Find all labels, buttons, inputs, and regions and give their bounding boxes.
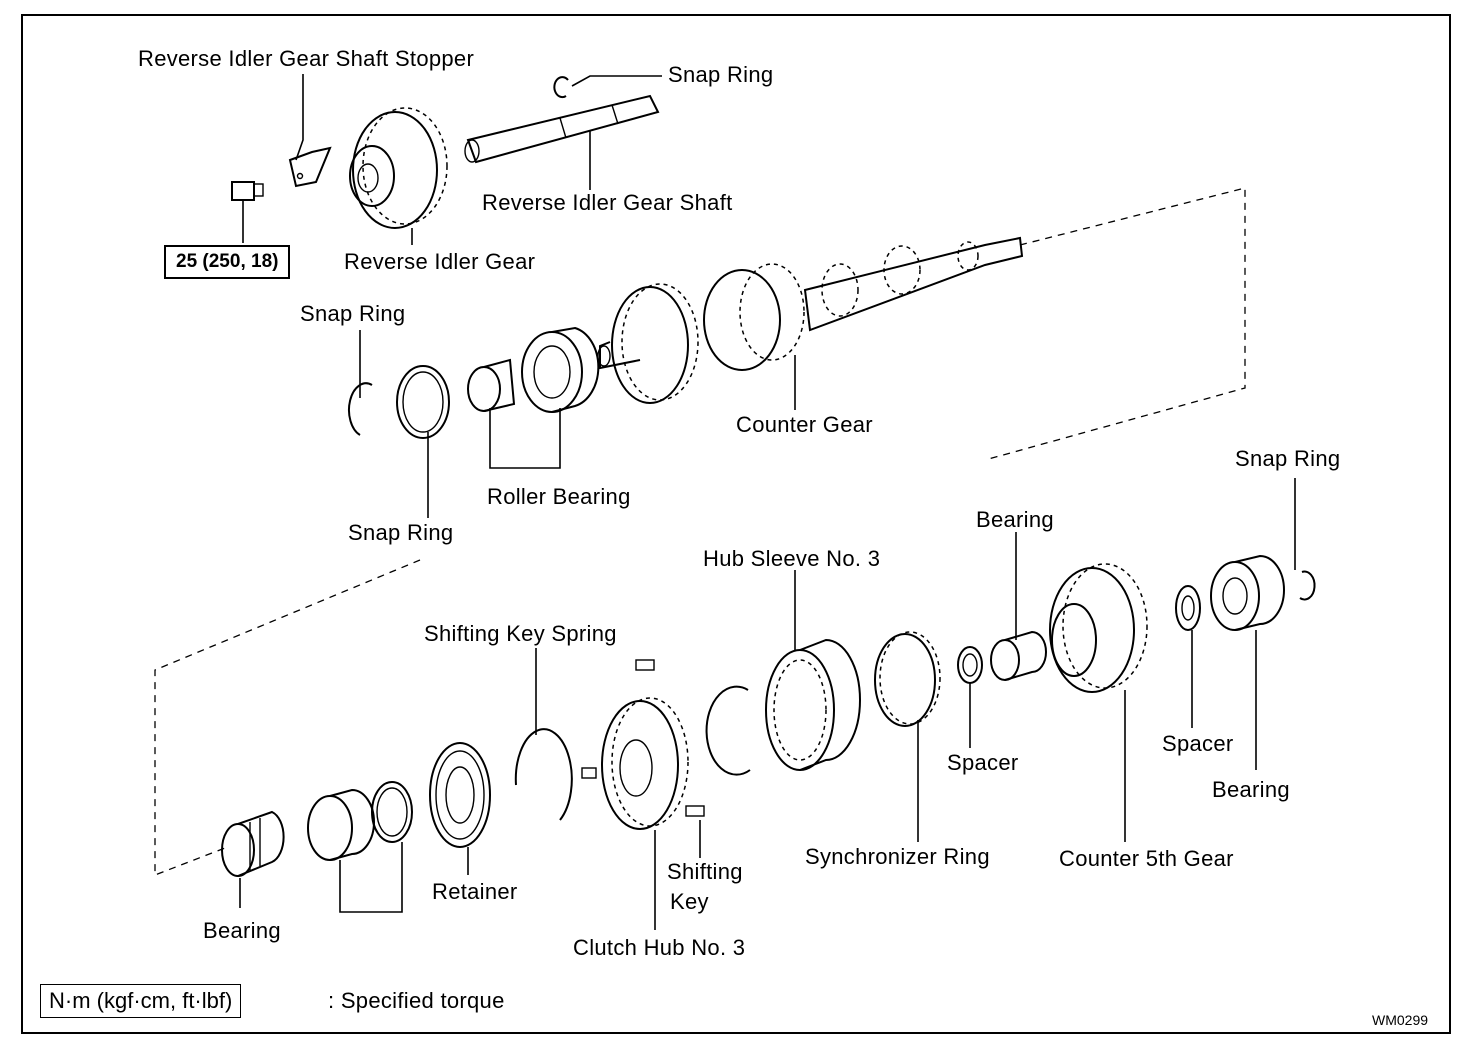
label-bearing-lower-left: Bearing [203, 918, 281, 943]
reverse-idler-shaft-drawing [464, 94, 660, 164]
label-bearing-upper: Bearing [976, 507, 1054, 532]
label-snap-ring-left-lower: Snap Ring [348, 520, 454, 545]
spacer-right-drawing [1175, 585, 1201, 631]
label-snap-ring-right: Snap Ring [1235, 446, 1341, 471]
needle-bearing-upper-drawing [990, 630, 1047, 681]
clutch-hub-drawing [581, 659, 705, 830]
label-shifting-key-line2: Key [670, 889, 709, 914]
hub-sleeve-drawing [765, 638, 861, 771]
label-hub-sleeve-no3: Hub Sleeve No. 3 [703, 546, 881, 571]
snap-ring-top-drawing [553, 76, 569, 99]
label-synchronizer-ring: Synchronizer Ring [805, 844, 990, 869]
counter-gear-drawing [597, 236, 1024, 404]
figure-code: WM0299 [1372, 1012, 1429, 1028]
leader-lines [239, 74, 1296, 930]
dashed-axis-lower [154, 559, 421, 876]
synchronizer-ring-drawing [874, 631, 941, 727]
label-snap-ring-top: Snap Ring [668, 62, 774, 87]
label-bearing-right: Bearing [1212, 777, 1290, 802]
bearing-race-drawing [307, 788, 375, 861]
label-counter-5th-gear: Counter 5th Gear [1059, 846, 1234, 871]
shaft-stopper-drawing [288, 146, 332, 188]
label-shifting-key-spring: Shifting Key Spring [424, 621, 617, 646]
label-spacer-mid: Spacer [947, 750, 1019, 775]
snap-ring-upper-left-drawing [348, 382, 373, 436]
dashed-axis-upper [984, 187, 1246, 461]
label-clutch-hub-no3: Clutch Hub No. 3 [573, 935, 746, 960]
roller-bearing-sleeve-drawing [467, 358, 516, 412]
counter-5th-gear-drawing [1049, 563, 1148, 693]
retainer-drawing [429, 742, 491, 848]
snap-ring-right-drawing [1299, 570, 1316, 601]
spacer-mid-drawing [957, 646, 983, 684]
snap-ring-mid-left-drawing [396, 365, 450, 439]
reverse-idler-gear-drawing [349, 107, 448, 229]
legend-unit-box: N·m (kgf·cm, ft·lbf) [40, 984, 242, 1018]
bearing-right-drawing [1210, 554, 1285, 631]
needle-bearing-lower-drawing [221, 810, 285, 877]
torque-value-box: 25 (250, 18) [164, 245, 291, 279]
bolt-drawing [231, 181, 264, 243]
label-spacer-right: Spacer [1162, 731, 1234, 756]
label-retainer: Retainer [432, 879, 518, 904]
roller-bearing-drawing [521, 326, 600, 413]
label-roller-bearing: Roller Bearing [487, 484, 631, 509]
snap-ring-clutch-drawing [705, 685, 751, 776]
label-snap-ring-left-upper: Snap Ring [300, 301, 406, 326]
legend-text: : Specified torque [328, 988, 505, 1013]
label-reverse-idler-gear-shaft-stopper: Reverse Idler Gear Shaft Stopper [138, 46, 475, 71]
label-reverse-idler-gear-shaft: Reverse Idler Gear Shaft [482, 190, 733, 215]
label-counter-gear: Counter Gear [736, 412, 873, 437]
diagram-border [21, 14, 1451, 1034]
label-reverse-idler-gear: Reverse Idler Gear [344, 249, 536, 274]
snap-ring-lower-drawing [371, 781, 413, 843]
label-shifting-key-line1: Shifting [667, 859, 743, 884]
shifting-key-spring-drawing [514, 728, 573, 821]
